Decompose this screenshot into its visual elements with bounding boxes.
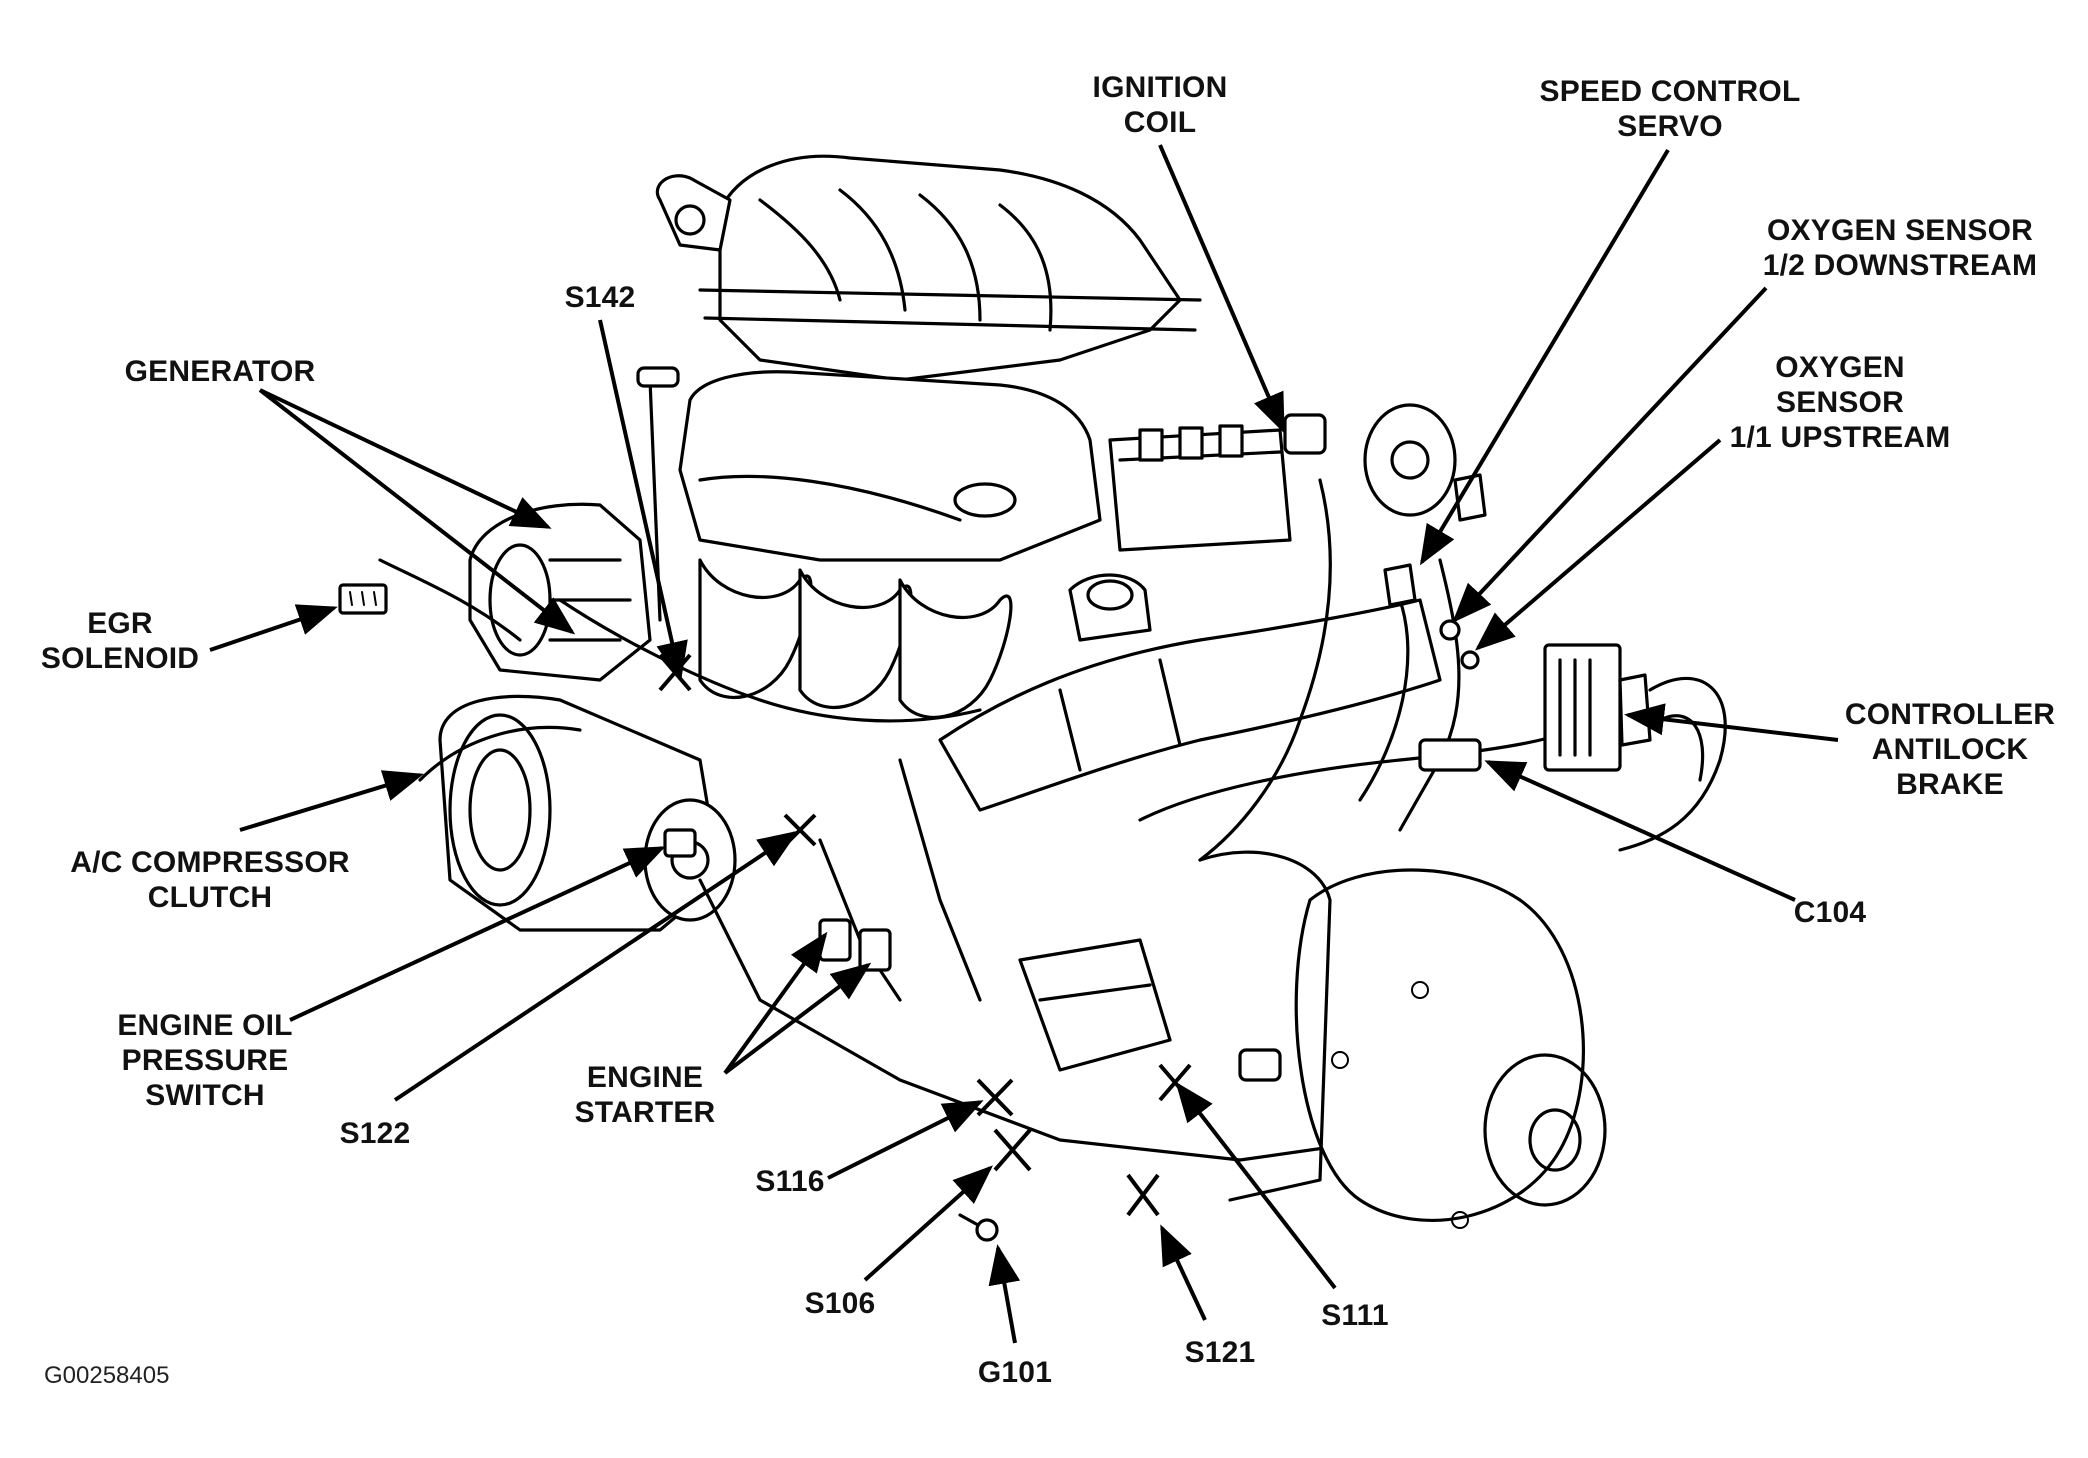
label-s121: S121 bbox=[1184, 1336, 1256, 1369]
label-ignition-coil: IGNITION COIL bbox=[1092, 71, 1228, 139]
label-g101: G101 bbox=[977, 1356, 1053, 1389]
leader-engine-oil-pressure-switch bbox=[289, 846, 666, 1022]
label-engine-starter: ENGINE STARTER bbox=[574, 1061, 716, 1129]
leader-s116 bbox=[827, 1100, 984, 1180]
label-c104: C104 bbox=[1793, 896, 1867, 929]
leader-g101 bbox=[988, 1244, 1021, 1344]
leader-controller-antilock-brake bbox=[1624, 703, 1839, 742]
label-controller-antilock-brake: CONTROLLER ANTILOCK BRAKE bbox=[1844, 698, 2056, 801]
leader-ac-compressor-clutch bbox=[239, 770, 424, 832]
leader-s121 bbox=[1160, 1224, 1207, 1321]
label-engine-oil-pressure-switch: ENGINE OIL PRESSURE SWITCH bbox=[117, 1009, 293, 1112]
figure-id: G00258405 bbox=[44, 1362, 170, 1389]
label-s142: S142 bbox=[564, 281, 636, 314]
leader-s142 bbox=[598, 319, 688, 682]
label-s122: S122 bbox=[339, 1117, 411, 1150]
label-egr-solenoid: EGR SOLENOID bbox=[40, 607, 200, 675]
label-speed-control-servo: SPEED CONTROL SERVO bbox=[1539, 75, 1801, 143]
label-s116: S116 bbox=[755, 1165, 825, 1198]
leader-speed-control-servo bbox=[1419, 148, 1670, 566]
leader-s106 bbox=[863, 1165, 993, 1282]
engine-drawing bbox=[338, 154, 1727, 1242]
leader-engine-starter-2 bbox=[723, 962, 872, 1075]
leader-s122 bbox=[393, 830, 799, 1102]
leader-generator-2 bbox=[258, 388, 576, 635]
leader-oxygen-sensor-upstream bbox=[1474, 438, 1722, 651]
label-ac-compressor-clutch: A/C COMPRESSOR CLUTCH bbox=[70, 846, 350, 914]
leader-engine-starter-1 bbox=[723, 931, 828, 1075]
label-generator: GENERATOR bbox=[124, 355, 316, 388]
leader-lines bbox=[209, 144, 1839, 1344]
leader-oxygen-sensor-downstream bbox=[1452, 286, 1768, 623]
leader-s111 bbox=[1175, 1081, 1337, 1290]
leader-c104 bbox=[1484, 760, 1796, 902]
label-oxygen-sensor-downstream: OXYGEN SENSOR 1/2 DOWNSTREAM bbox=[1762, 214, 2038, 282]
label-s106: S106 bbox=[804, 1287, 876, 1320]
leader-ignition-coil bbox=[1158, 144, 1285, 434]
leader-egr-solenoid bbox=[209, 604, 338, 652]
leader-generator-1 bbox=[259, 388, 552, 529]
label-s111: S111 bbox=[1321, 1299, 1389, 1332]
label-oxygen-sensor-upstream: OXYGEN SENSOR 1/1 UPSTREAM bbox=[1729, 351, 1951, 454]
